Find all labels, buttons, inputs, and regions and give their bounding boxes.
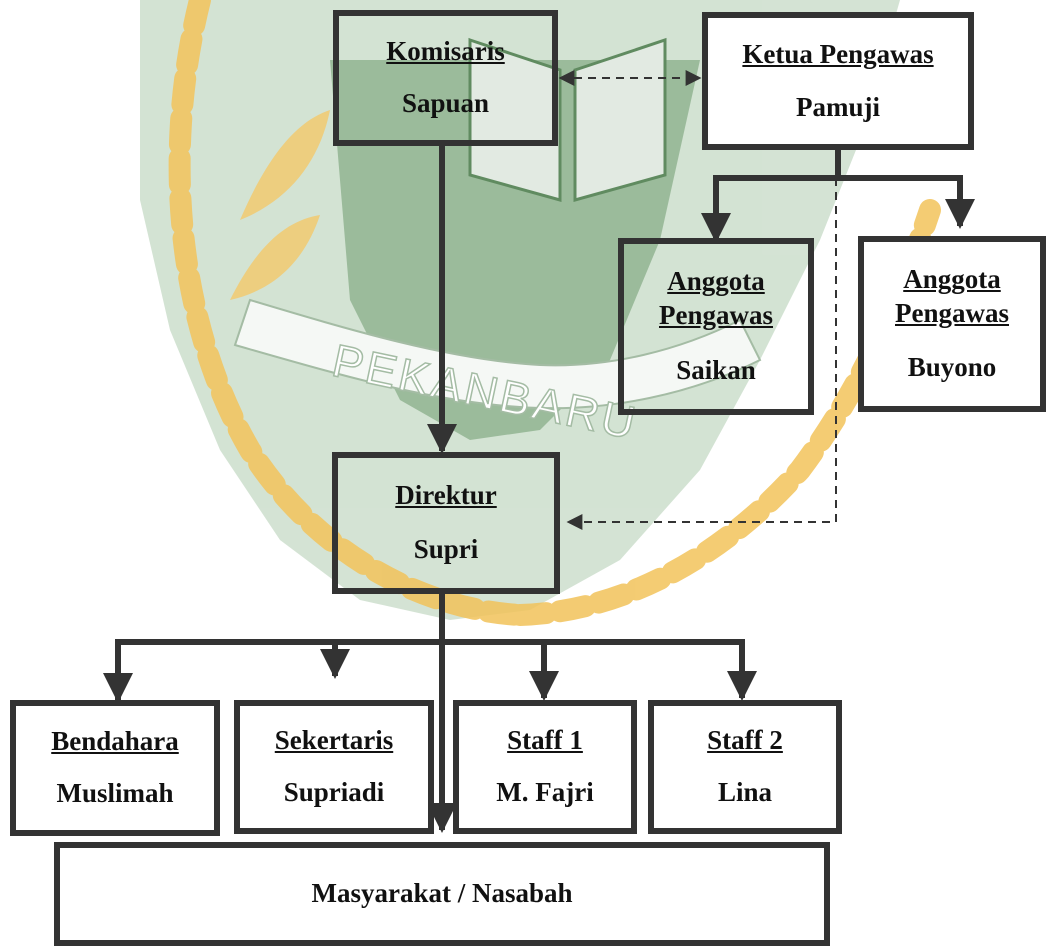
node-bendahara: Bendahara Muslimah xyxy=(10,700,220,836)
node-direktur-title: Direktur xyxy=(395,479,497,510)
node-anggota-pengawas-1: Anggota Pengawas Saikan xyxy=(618,238,814,415)
dashed-link-ketua-direktur xyxy=(566,150,837,530)
node-sekertaris-name: Supriadi xyxy=(283,777,385,808)
link-ketua-anggota xyxy=(713,148,963,238)
emblem-shape xyxy=(140,0,900,620)
node-masyarakat: Masyarakat / Nasabah xyxy=(54,842,830,946)
node-anggota-1-name: Saikan xyxy=(676,355,756,385)
node-masyarakat-label: Masyarakat / Nasabah xyxy=(311,878,573,909)
node-ketua-pengawas-title: Ketua Pengawas xyxy=(742,38,934,69)
node-staff1: Staff 1 M. Fajri xyxy=(453,700,637,834)
leaf-icon xyxy=(230,110,330,300)
node-ketua-pengawas: Ketua Pengawas Pamuji xyxy=(702,12,974,150)
node-staff2: Staff 2 Lina xyxy=(648,700,842,834)
node-direktur: Direktur Supri xyxy=(332,452,560,594)
node-direktur-name: Supri xyxy=(413,534,479,565)
node-ketua-pengawas-name: Pamuji xyxy=(796,91,880,122)
node-bendahara-name: Muslimah xyxy=(56,778,174,809)
node-komisaris-title: Komisaris xyxy=(386,35,505,66)
node-anggota-2-title-line2: Pengawas xyxy=(895,297,1009,328)
node-anggota-1-title-line2: Pengawas xyxy=(659,300,773,330)
node-staff2-title: Staff 2 xyxy=(707,725,783,756)
node-anggota-pengawas-2: Anggota Pengawas Buyono xyxy=(858,236,1046,412)
node-staff1-name: M. Fajri xyxy=(496,777,594,808)
node-bendahara-title: Bendahara xyxy=(51,725,179,756)
node-komisaris: Komisaris Sapuan xyxy=(333,10,558,146)
node-anggota-1-title-line1: Anggota xyxy=(667,266,765,297)
node-anggota-2-title-line1: Anggota xyxy=(903,263,1001,294)
node-sekertaris: Sekertaris Supriadi xyxy=(234,700,434,834)
node-staff2-name: Lina xyxy=(717,777,773,808)
node-staff1-title: Staff 1 xyxy=(507,725,583,756)
node-sekertaris-title: Sekertaris xyxy=(274,725,394,756)
node-komisaris-name: Sapuan xyxy=(401,88,490,119)
node-anggota-2-name: Buyono xyxy=(907,352,997,383)
